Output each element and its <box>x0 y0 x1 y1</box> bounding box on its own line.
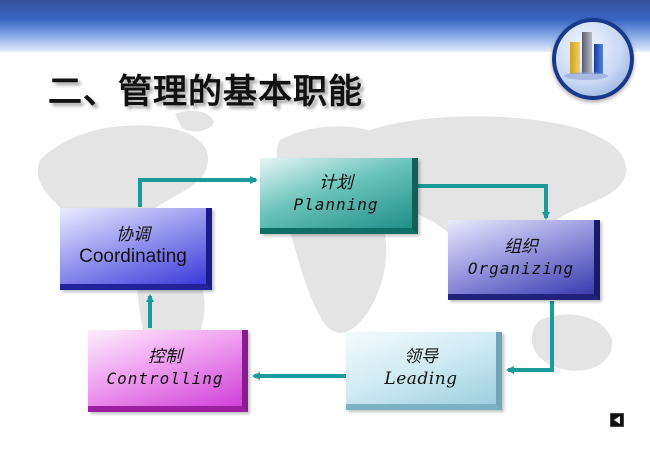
node-coordinating: 协调 Coordinating <box>60 208 212 290</box>
node-organizing-cn: 组织 <box>504 237 538 257</box>
node-leading-en: Leading <box>384 369 458 389</box>
arrow-planning-to-organizing <box>418 184 550 220</box>
back-arrow-icon[interactable] <box>610 413 624 427</box>
arrow-coordinating-to-planning <box>138 176 258 207</box>
node-planning-en: Planning <box>293 195 379 214</box>
node-leading: 领导 Leading <box>346 332 502 410</box>
node-coordinating-cn: 协调 <box>116 225 150 245</box>
node-organizing-en: Organizing <box>467 259 575 278</box>
node-leading-cn: 领导 <box>404 347 438 367</box>
arrow-organizing-to-leading <box>506 301 554 374</box>
node-controlling: 控制 Controlling <box>88 330 248 412</box>
node-coordinating-en: Coordinating <box>79 246 187 267</box>
node-controlling-cn: 控制 <box>148 347 182 367</box>
node-controlling-en: Controlling <box>106 369 224 388</box>
node-planning-cn: 计划 <box>319 173 353 193</box>
page-title: 二、管理的基本职能 <box>48 72 363 112</box>
node-planning: 计划 Planning <box>260 158 418 234</box>
header-banner <box>0 0 650 52</box>
node-organizing: 组织 Organizing <box>448 220 600 300</box>
bar-chart-logo-icon <box>552 18 634 100</box>
